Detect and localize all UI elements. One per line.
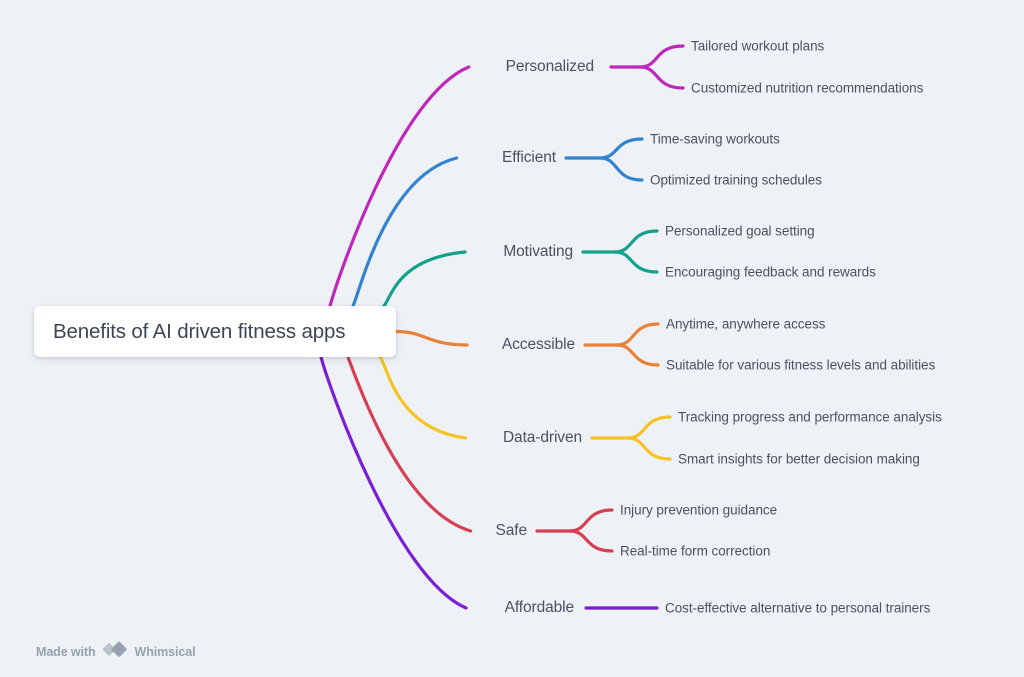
connector: [613, 229, 659, 254]
connector: [346, 355, 473, 533]
connector: [394, 329, 469, 347]
branch-label-affordable[interactable]: Affordable: [504, 599, 574, 616]
branch-label-safe[interactable]: Safe: [495, 522, 528, 539]
leaf-label[interactable]: Personalized goal setting: [665, 223, 815, 239]
leaf-label[interactable]: Tracking progress and performance analys…: [678, 409, 942, 425]
connector: [626, 415, 672, 440]
connector: [568, 508, 614, 533]
leaf-label[interactable]: Suitable for various fitness levels and …: [666, 357, 936, 373]
connector: [598, 137, 644, 160]
whimsical-brand-text: Whimsical: [134, 645, 196, 659]
connector: [598, 156, 644, 182]
leaf-label[interactable]: Optimized training schedules: [650, 172, 822, 188]
connector: [638, 65, 685, 90]
leaf-label[interactable]: Tailored workout plans: [691, 38, 825, 54]
root-node-label: Benefits of AI driven fitness apps: [53, 319, 346, 343]
connector: [613, 250, 659, 274]
connector: [381, 250, 467, 309]
branch-label-data-driven[interactable]: Data-driven: [502, 429, 582, 446]
leaf-label[interactable]: Anytime, anywhere access: [666, 316, 826, 332]
leaf-label[interactable]: Injury prevention guidance: [620, 502, 778, 518]
branch-label-accessible[interactable]: Accessible: [501, 336, 575, 353]
leaf-label[interactable]: Real-time form correction: [620, 543, 771, 559]
connector: [328, 65, 471, 308]
connector: [615, 343, 660, 367]
root-node[interactable]: Benefits of AI driven fitness apps: [34, 306, 396, 357]
leaf-label[interactable]: Smart insights for better decision makin…: [678, 451, 920, 467]
made-with-text: Made with: [36, 645, 96, 659]
connector: [615, 322, 660, 347]
branch-label-efficient[interactable]: Efficient: [502, 149, 556, 166]
leaf-label[interactable]: Cost-effective alternative to personal t…: [665, 600, 931, 616]
connector: [568, 529, 614, 553]
connector: [319, 355, 468, 610]
connector: [626, 436, 672, 461]
connector: [638, 44, 685, 69]
leaf-label[interactable]: Customized nutrition recommendations: [691, 80, 924, 96]
leaf-label[interactable]: Encouraging feedback and rewards: [665, 264, 876, 280]
connector: [378, 355, 467, 440]
connector: [351, 156, 459, 308]
made-with-whimsical-footer[interactable]: Made with Whimsical: [36, 640, 196, 664]
branch-label-personalized[interactable]: Personalized: [505, 58, 595, 75]
leaf-label[interactable]: Time-saving workouts: [650, 131, 780, 147]
branch-label-motivating[interactable]: Motivating: [503, 243, 573, 260]
whimsical-diamond-logo-icon: [102, 640, 128, 664]
